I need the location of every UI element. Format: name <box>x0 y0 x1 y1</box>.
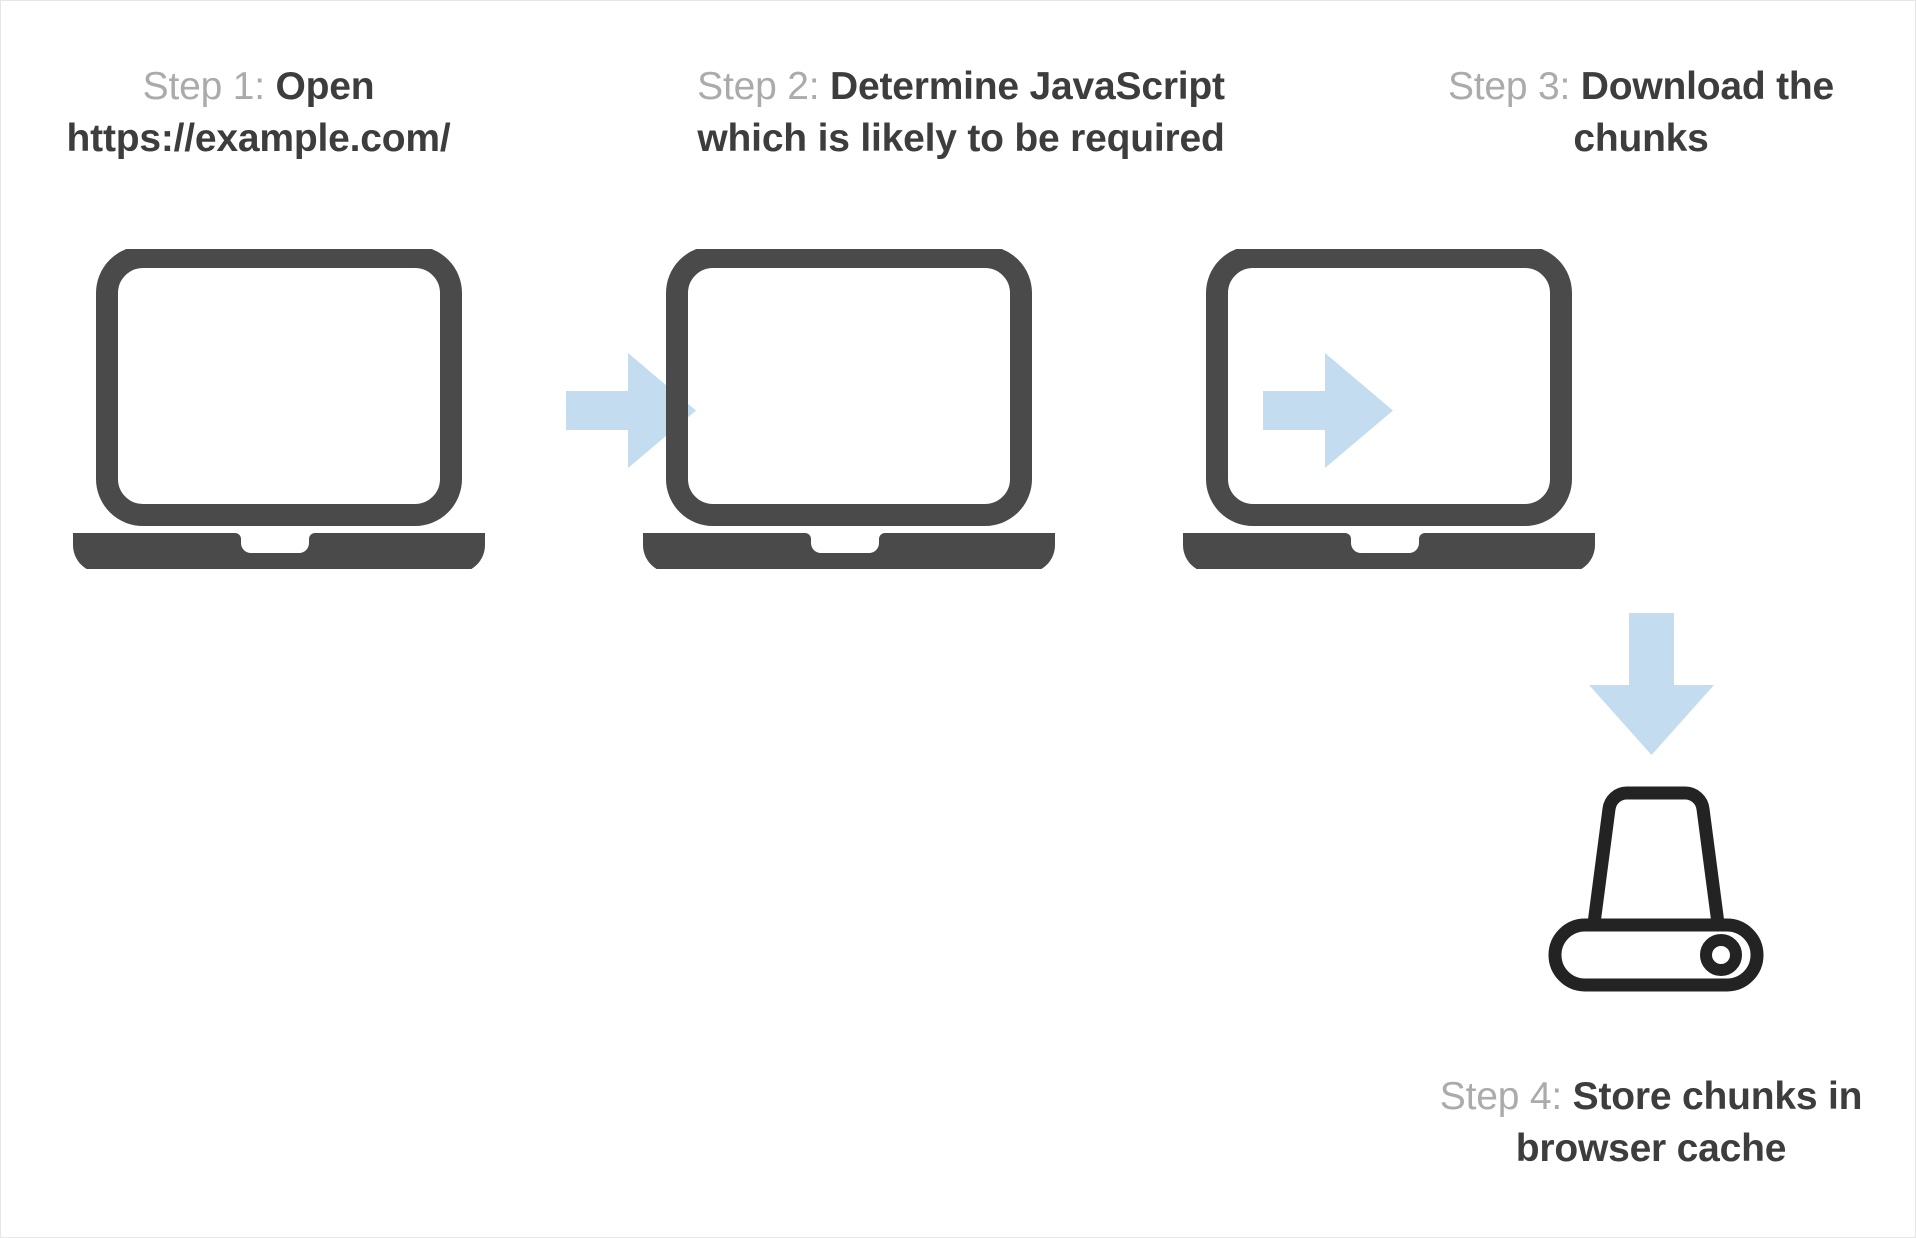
step-3-prefix: Step 3: <box>1447 65 1571 108</box>
step-1-prefix: Step 1: <box>142 65 265 108</box>
step-4-title: Store chunks in browser cache <box>1515 1075 1863 1171</box>
arrow-right-icon <box>1263 353 1393 468</box>
disk-drive-icon <box>1541 783 1771 993</box>
arrow-down-icon <box>1589 613 1714 755</box>
laptop-icon <box>69 249 489 569</box>
laptop-icon <box>639 249 1059 569</box>
arrow-right-icon <box>566 353 696 468</box>
step-4-caption: Step 4: Store chunks in browser cache <box>1426 1071 1876 1176</box>
step-2-caption: Step 2: Determine JavaScript which is li… <box>656 61 1266 166</box>
step-3-title: Download the chunks <box>1573 65 1835 161</box>
step-1-title: Open https://example.com/ <box>66 65 451 161</box>
step-1-caption: Step 1: Open https://example.com/ <box>36 61 481 166</box>
step-2-prefix: Step 2: <box>697 65 820 108</box>
step-4-prefix: Step 4: <box>1439 1075 1562 1118</box>
step-3-caption: Step 3: Download the chunks <box>1406 61 1876 166</box>
laptop-icon <box>1179 249 1599 569</box>
step-2-title: Determine JavaScript which is likely to … <box>697 65 1225 161</box>
